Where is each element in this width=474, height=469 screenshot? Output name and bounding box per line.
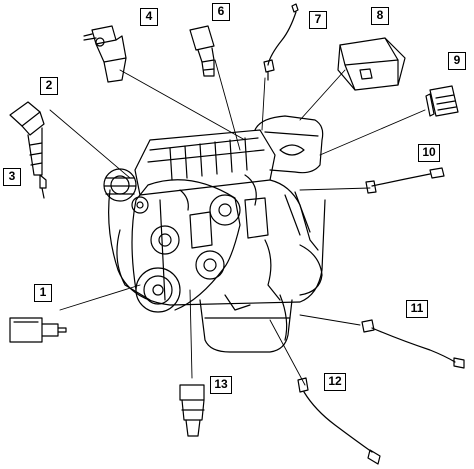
engine-block-drawing	[103, 115, 326, 353]
coolant-temperature-sensor-drawing	[189, 25, 215, 77]
callout-2: 2	[40, 77, 58, 95]
spark-plug-drawing	[39, 174, 47, 199]
ignition-coil-drawing	[9, 101, 45, 176]
callout-4: 4	[140, 8, 158, 26]
callout-6: 6	[212, 3, 230, 21]
crankshaft-position-sensor-drawing	[9, 317, 67, 343]
oil-pressure-sender-drawing	[179, 384, 205, 437]
callout-3: 3	[3, 168, 21, 186]
oxygen-sensor-upstream-drawing	[263, 3, 299, 81]
oxygen-sensor-downstream-right-drawing	[361, 319, 465, 369]
callout-10: 10	[418, 144, 440, 162]
oxygen-sensor-downstream-left-drawing	[297, 377, 381, 465]
leader-lines	[49, 59, 426, 386]
callout-7: 7	[309, 11, 327, 29]
callout-13: 13	[210, 376, 232, 394]
callout-1: 1	[34, 284, 52, 302]
callout-11: 11	[406, 300, 428, 318]
knock-sensor-drawing	[365, 167, 445, 194]
callout-9: 9	[448, 52, 466, 70]
idle-air-control-motor-drawing	[425, 85, 459, 117]
callout-8: 8	[371, 7, 389, 25]
powertrain-control-module-drawing	[337, 37, 406, 91]
camshaft-position-sensor-drawing	[83, 25, 127, 83]
callout-12: 12	[324, 373, 346, 391]
